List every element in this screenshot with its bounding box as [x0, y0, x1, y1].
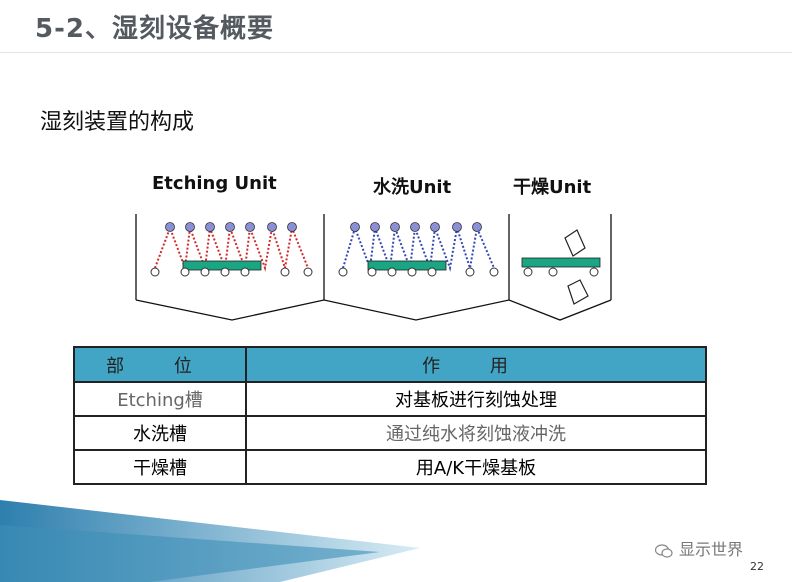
- wechat-icon: [655, 543, 673, 558]
- table-row: 干燥槽 用A/K干燥基板: [73, 449, 707, 485]
- air-knife-bottom-icon: [567, 279, 589, 305]
- wet-etch-diagram: [135, 214, 612, 321]
- section-subtitle: 湿刻装置的构成: [40, 110, 195, 135]
- table-row: 水洗槽 通过纯水将刻蚀液冲洗: [73, 415, 707, 451]
- dry-unit-label: 干燥Unit: [513, 177, 592, 198]
- component-table: 部 位 作 用 Etching槽 对基板进行刻蚀处理 水洗槽 通过纯水将刻蚀液冲…: [73, 346, 707, 485]
- etching-unit-label: Etching Unit: [152, 173, 277, 194]
- air-knife-top-icon: [564, 229, 586, 257]
- header-function: 作 用: [245, 346, 707, 383]
- row-part: Etching槽: [73, 381, 247, 417]
- footer-brand: 显示世界: [655, 536, 743, 560]
- etch-rollers: [150, 267, 313, 277]
- rinse-nozzles: [350, 222, 482, 232]
- dry-rollers: [523, 267, 599, 277]
- rinse-rollers: [338, 267, 499, 277]
- page-number: 22: [750, 560, 764, 573]
- row-part: 水洗槽: [73, 415, 247, 451]
- rinse-substrate: [367, 260, 447, 271]
- dry-substrate: [521, 257, 601, 268]
- etch-nozzles: [165, 222, 297, 232]
- title-divider: [0, 52, 792, 53]
- row-function: 通过纯水将刻蚀液冲洗: [245, 415, 707, 451]
- table-header-row: 部 位 作 用: [73, 346, 707, 383]
- chamber-outline: [135, 214, 612, 321]
- brand-text: 显示世界: [679, 540, 744, 559]
- rinse-spray: [342, 224, 495, 272]
- row-part: 干燥槽: [73, 449, 247, 485]
- rinse-unit-label: 水洗Unit: [373, 177, 452, 198]
- header-part: 部 位: [73, 346, 247, 383]
- row-function: 对基板进行刻蚀处理: [245, 381, 707, 417]
- row-function: 用A/K干燥基板: [245, 449, 707, 485]
- page-title: 5-2、湿刻设备概要: [35, 14, 274, 44]
- table-row: Etching槽 对基板进行刻蚀处理: [73, 381, 707, 417]
